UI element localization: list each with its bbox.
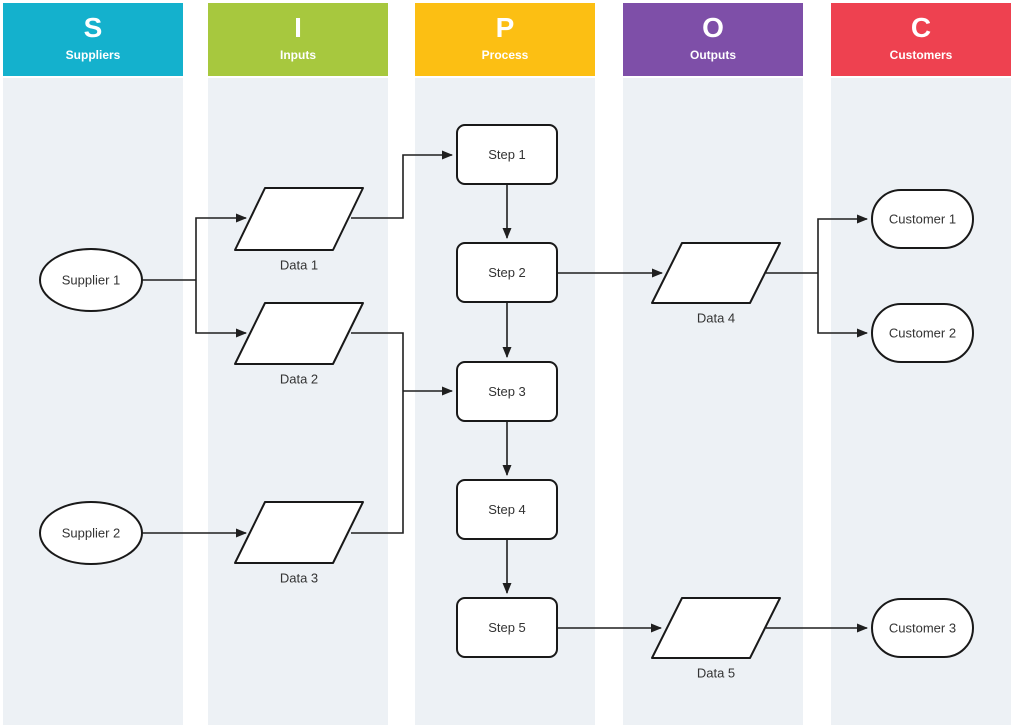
step-5-shape[interactable] [456, 597, 558, 658]
customer-1-label: Customer 1 [889, 212, 956, 227]
node-step-4[interactable]: Step 4 [456, 479, 558, 540]
step-1-label: Step 1 [488, 147, 526, 162]
supplier-2-shape[interactable] [39, 501, 143, 565]
column-letter-inputs: I [294, 12, 302, 43]
column-label-process: Process [481, 48, 529, 62]
data-5-shape[interactable] [651, 597, 781, 659]
node-data-1[interactable]: Data 1 [234, 187, 364, 273]
column-header-customers: C Customers [831, 3, 1011, 76]
data-4-label: Data 4 [697, 311, 735, 326]
column-letter-process: P [495, 12, 515, 43]
column-customers: C Customers [831, 0, 1011, 725]
column-body-inputs [208, 78, 388, 725]
customer-2-label: Customer 2 [889, 326, 956, 341]
column-label-outputs: Outputs [690, 48, 736, 62]
step-2-shape[interactable] [456, 242, 558, 303]
column-letter-customers: C [910, 12, 932, 43]
data-1-shape[interactable] [234, 187, 364, 251]
step-3-label: Step 3 [488, 384, 526, 399]
node-customer-1[interactable]: Customer 1 [871, 189, 974, 249]
node-customer-2[interactable]: Customer 2 [871, 303, 974, 363]
data-2-shape[interactable] [234, 302, 364, 365]
edge-data-3-to-merge-point [351, 391, 404, 534]
customer-3-label: Customer 3 [889, 621, 956, 636]
step-4-shape[interactable] [456, 479, 558, 540]
data-3-label: Data 3 [280, 571, 318, 586]
step-5-label: Step 5 [488, 620, 526, 635]
node-step-5[interactable]: Step 5 [456, 597, 558, 658]
edge-supplier-1-to-data-1 [195, 213, 247, 280]
node-step-1[interactable]: Step 1 [456, 124, 558, 185]
node-customer-3[interactable]: Customer 3 [871, 598, 974, 658]
edge-data-1-to-step-1 [351, 150, 453, 219]
column-label-inputs: Inputs [280, 48, 316, 62]
node-data-4[interactable]: Data 4 [651, 242, 781, 326]
supplier-1-shape[interactable] [39, 248, 143, 312]
column-suppliers: S Suppliers [3, 0, 183, 725]
edge-supplier-1-to-data-2 [195, 280, 247, 338]
node-data-3[interactable]: Data 3 [234, 501, 364, 586]
edges-layer [142, 150, 868, 633]
step-4-label: Step 4 [488, 502, 526, 517]
column-label-customers: Customers [889, 48, 953, 62]
supplier-1-label: Supplier 1 [62, 273, 121, 288]
step-1-shape[interactable] [456, 124, 558, 185]
step-3-shape[interactable] [456, 361, 558, 422]
data-5-label: Data 5 [697, 666, 735, 681]
column-inputs: I Inputs [208, 0, 388, 725]
nodes-layer: Supplier 1 Supplier 2 Data 1 Data 2 Data 3 Da… [39, 124, 974, 681]
edge-data-2-to-merge-point [351, 332, 404, 391]
edge-data-4-to-customer-2 [817, 273, 868, 338]
data-2-label: Data 2 [280, 372, 318, 387]
node-step-2[interactable]: Step 2 [456, 242, 558, 303]
data-1-label: Data 1 [280, 258, 318, 273]
data-4-shape[interactable] [651, 242, 781, 304]
column-header-inputs: I Inputs [208, 3, 388, 76]
data-3-shape[interactable] [234, 501, 364, 564]
node-supplier-1[interactable]: Supplier 1 [39, 248, 143, 312]
node-step-3[interactable]: Step 3 [456, 361, 558, 422]
edge-data-4-to-customer-1 [817, 214, 868, 273]
column-header-suppliers: S Suppliers [3, 3, 183, 76]
customer-1-shape[interactable] [871, 189, 974, 249]
column-letter-suppliers: S [83, 12, 103, 43]
step-2-label: Step 2 [488, 265, 526, 280]
node-data-2[interactable]: Data 2 [234, 302, 364, 387]
column-header-outputs: O Outputs [623, 3, 803, 76]
column-body-suppliers [3, 78, 183, 725]
customer-3-shape[interactable] [871, 598, 974, 658]
node-data-5[interactable]: Data 5 [651, 597, 781, 681]
supplier-2-label: Supplier 2 [62, 526, 121, 541]
column-header-process: P Process [415, 3, 595, 76]
node-supplier-2[interactable]: Supplier 2 [39, 501, 143, 565]
column-letter-outputs: O [702, 12, 724, 43]
column-label-suppliers: Suppliers [65, 48, 121, 62]
customer-2-shape[interactable] [871, 303, 974, 363]
